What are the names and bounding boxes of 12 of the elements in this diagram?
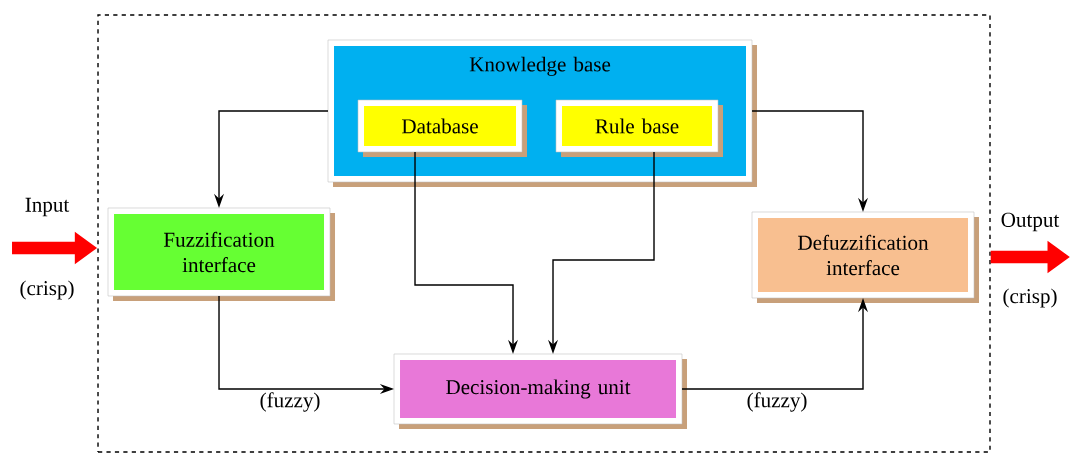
- decision-unit-box: Decision-making unit: [393, 353, 687, 429]
- edge-label: (fuzzy): [258, 390, 322, 414]
- dashed-frame: [97, 14, 991, 453]
- io-label: Output: [1001, 212, 1060, 232]
- edge-label: (fuzzy): [745, 390, 809, 414]
- fuzzification-box: Fuzzification interface: [107, 207, 335, 301]
- io-label: (crisp): [1003, 288, 1057, 308]
- io-label: Input: [25, 197, 70, 217]
- rule-base-box: Rule base: [555, 99, 723, 157]
- database-box: Database: [357, 99, 527, 157]
- io-label: (crisp): [20, 280, 74, 300]
- defuzzification-box: Defuzzification interface: [751, 211, 979, 303]
